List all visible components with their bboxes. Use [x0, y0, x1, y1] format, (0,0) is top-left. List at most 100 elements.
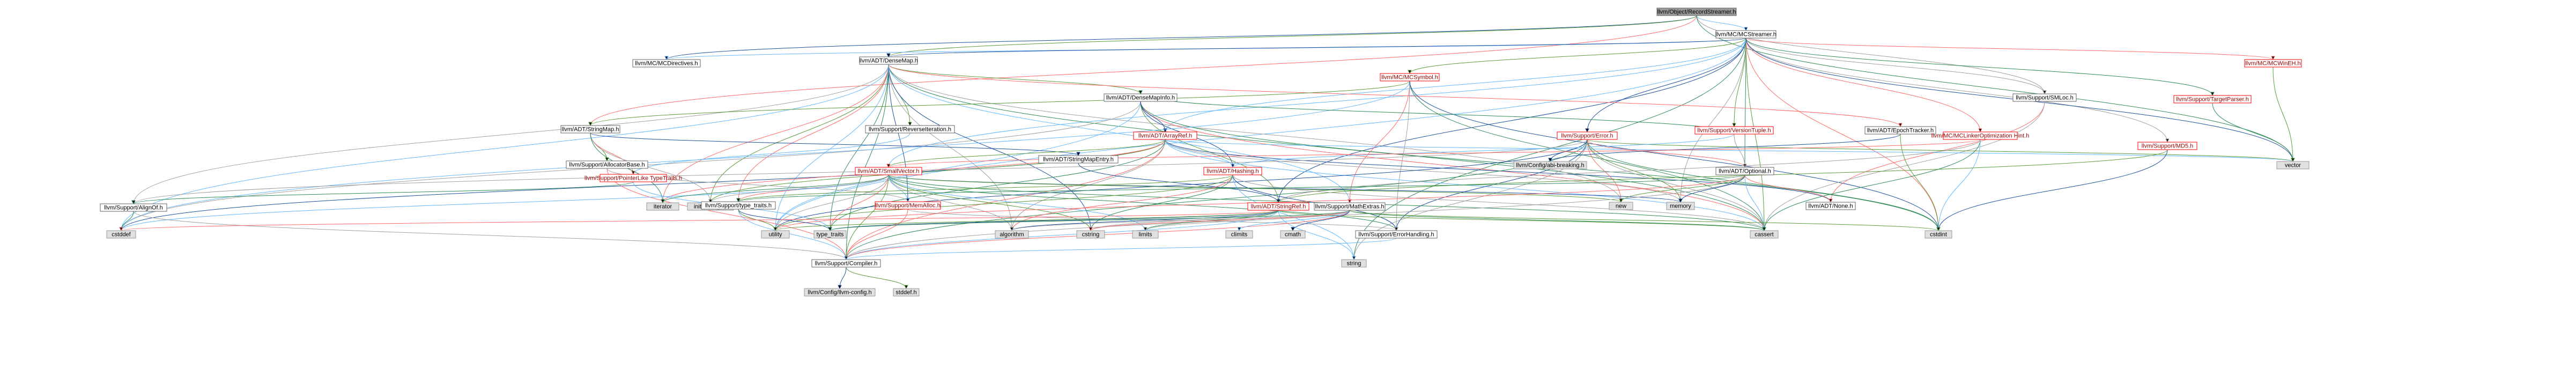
node-smallvector[interactable]: llvm/ADT/SmallVector.h [855, 167, 922, 175]
graph-nodes: llvm/Object/RecordStreamer.h llvm/MC/MCSt… [100, 8, 2309, 297]
node-label: llvm/Config/llvm-config.h [808, 290, 871, 296]
edge-arrowhead [2165, 138, 2170, 143]
edge-versiontuple-to-optional [1734, 134, 1745, 168]
node-densemapinfo[interactable]: llvm/ADT/DenseMapInfo.h [1104, 93, 1178, 102]
edge-error-to-utility [775, 139, 1588, 231]
node-typetraits_h[interactable]: llvm/Support/type_traits.h [701, 201, 776, 210]
node-densemap[interactable]: llvm/ADT/DenseMap.h [859, 56, 918, 65]
node-memalloc[interactable]: llvm/Support/MemAlloc.h [875, 201, 941, 210]
node-md5[interactable]: llvm/Support/MD5.h [2137, 142, 2197, 150]
node-box [1247, 202, 1309, 211]
node-label: stddef.h [895, 290, 916, 296]
edge-densemap-to-epochtracker [888, 64, 1901, 127]
node-label: llvm/MC/MCStreamer.h [1715, 32, 1776, 38]
node-stringref[interactable]: llvm/ADT/StringRef.h [1247, 202, 1309, 211]
node-cmath: cmath [1280, 230, 1306, 239]
edge-densemapinfo-to-arrayref [1140, 101, 1166, 132]
edge-smallvector-to-iterator [662, 174, 889, 203]
edge-densemapinfo-to-cassert [1140, 101, 1765, 231]
node-root[interactable]: llvm/Object/RecordStreamer.h [1656, 8, 1737, 16]
edge-mcwineh-to-vector [2272, 67, 2293, 162]
edge-smallvector-to-memalloc [888, 174, 908, 202]
node-allocatorbase[interactable]: llvm/Support/AllocatorBase.h [566, 160, 648, 169]
node-hashing[interactable]: llvm/ADT/Hashing.h [1203, 167, 1262, 175]
edge-mclinker-to-stringref [1278, 139, 1981, 203]
edge-densemap-to-cstddef [121, 64, 889, 231]
edge-mcstreamer-to-memory [1680, 38, 1746, 203]
edge-arrowhead [844, 256, 848, 261]
node-box [100, 203, 167, 212]
node-mcwineh[interactable]: llvm/MC/MCWinEH.h [2244, 59, 2302, 68]
edge-mclinker-to-smallvector [888, 139, 1981, 168]
node-none[interactable]: llvm/ADT/None.h [1805, 202, 1856, 210]
edge-stringref-to-cstddef [121, 210, 1279, 231]
node-errorhandling[interactable]: llvm/Support/ErrorHandling.h [1355, 230, 1438, 239]
edge-mathextras-to-typetraits [830, 210, 1350, 231]
node-compiler[interactable]: llvm/Support/Compiler.h [811, 259, 881, 268]
node-epochtracker[interactable]: llvm/ADT/EpochTracker.h [1864, 126, 1936, 135]
node-label: cstddef [112, 232, 131, 238]
node-box [2173, 95, 2252, 104]
edge-arrowhead [736, 198, 741, 203]
edge-arrowhead [1978, 128, 1982, 133]
edge-smloc-to-cassert [1764, 101, 2045, 231]
node-label: iterator [654, 204, 672, 210]
node-arrayref[interactable]: llvm/ADT/ArrayRef.h [1133, 131, 1197, 140]
node-box [1715, 30, 1776, 39]
edge-mcsymbol-to-cstddef [121, 80, 1410, 231]
node-box [106, 230, 136, 239]
node-box [1943, 131, 2018, 140]
node-optional[interactable]: llvm/ADT/Optional.h [1715, 167, 1774, 175]
node-mcdirectives[interactable]: llvm/MC/MCDirectives.h [632, 59, 701, 68]
node-stringmap[interactable]: llvm/ADT/StringMap.h [560, 125, 620, 134]
node-reverseiter[interactable]: llvm/Support/ReverseIteration.h [865, 125, 955, 134]
edge-arrowhead [2210, 92, 2215, 97]
node-ptrliketypetraits[interactable]: llvm/Support/PointerLike TypeTraits.h [584, 174, 682, 182]
edge-compiler-to-stddef [846, 267, 907, 289]
edge-arrowhead [828, 227, 832, 232]
node-box [1280, 230, 1306, 239]
edge-arrowhead [906, 198, 910, 203]
edge-arrowhead [1291, 227, 1295, 232]
node-mcstreamer[interactable]: llvm/MC/MCStreamer.h [1715, 30, 1776, 39]
node-versiontuple[interactable]: llvm/Support/VersionTuple.h [1694, 126, 1774, 135]
node-box [1203, 167, 1262, 175]
node-label: llvm/ADT/StringMap.h [562, 127, 619, 133]
edge-errorhandling-to-compiler [846, 238, 1397, 260]
node-label: llvm/ADT/Hashing.h [1206, 168, 1259, 175]
node-box [865, 125, 955, 134]
node-label: llvm/ADT/SmallVector.h [858, 168, 920, 175]
edge-mathextras-to-cassert [1349, 210, 1765, 231]
node-box [1104, 93, 1178, 102]
node-label: llvm/MC/MCWinEH.h [2245, 61, 2300, 67]
node-label: llvm/Support/TargetParser.h [2176, 97, 2249, 103]
edge-mcsymbol-to-mathextras [1349, 80, 1410, 203]
node-error[interactable]: llvm/Support/Error.h [1557, 131, 1618, 140]
edge-arrowhead [1394, 227, 1398, 232]
node-smloc[interactable]: llvm/Support/SMLoc.h [2012, 93, 2077, 102]
node-box [1355, 230, 1438, 239]
edge-densemap-to-utility [775, 64, 889, 231]
node-label: llvm/MC/MCDirectives.h [635, 61, 698, 67]
node-label: llvm/Support/AllocatorBase.h [569, 162, 645, 168]
edge-arrowhead [588, 122, 593, 127]
edge-mathextras-to-algorithm [1011, 210, 1350, 231]
edge-densemap-to-alignof [133, 64, 889, 204]
node-mathextras[interactable]: llvm/Support/MathExtras.h [1314, 202, 1386, 211]
node-targetparser[interactable]: llvm/Support/TargetParser.h [2173, 95, 2252, 104]
edge-arrowhead [1678, 198, 1683, 203]
node-label: climits [1231, 232, 1248, 238]
edge-hashing-to-cstring [1090, 174, 1233, 231]
node-alignof[interactable]: llvm/Support/AlignOf.h [100, 203, 167, 212]
edge-mcstreamer-to-arrayref [1165, 38, 1746, 132]
graph-edges [119, 15, 2295, 290]
edge-arrayref-to-hashing [1165, 139, 1233, 168]
edge-smallvector-to-initlist [710, 174, 889, 203]
node-label: llvm/Support/VersionTuple.h [1697, 128, 1771, 134]
node-label: string [1347, 261, 1361, 267]
node-mclinker[interactable]: llvm/MC/MCLinkerOptimization Hint.h [1931, 131, 2030, 140]
node-label: cmath [1285, 232, 1301, 238]
edge-smallvector-to-new [888, 174, 1622, 203]
node-mcsymbol[interactable]: llvm/MC/MCSymbol.h [1380, 73, 1440, 82]
node-stringmapentry[interactable]: llvm/ADT/StringMapEntry.h [1038, 155, 1119, 164]
